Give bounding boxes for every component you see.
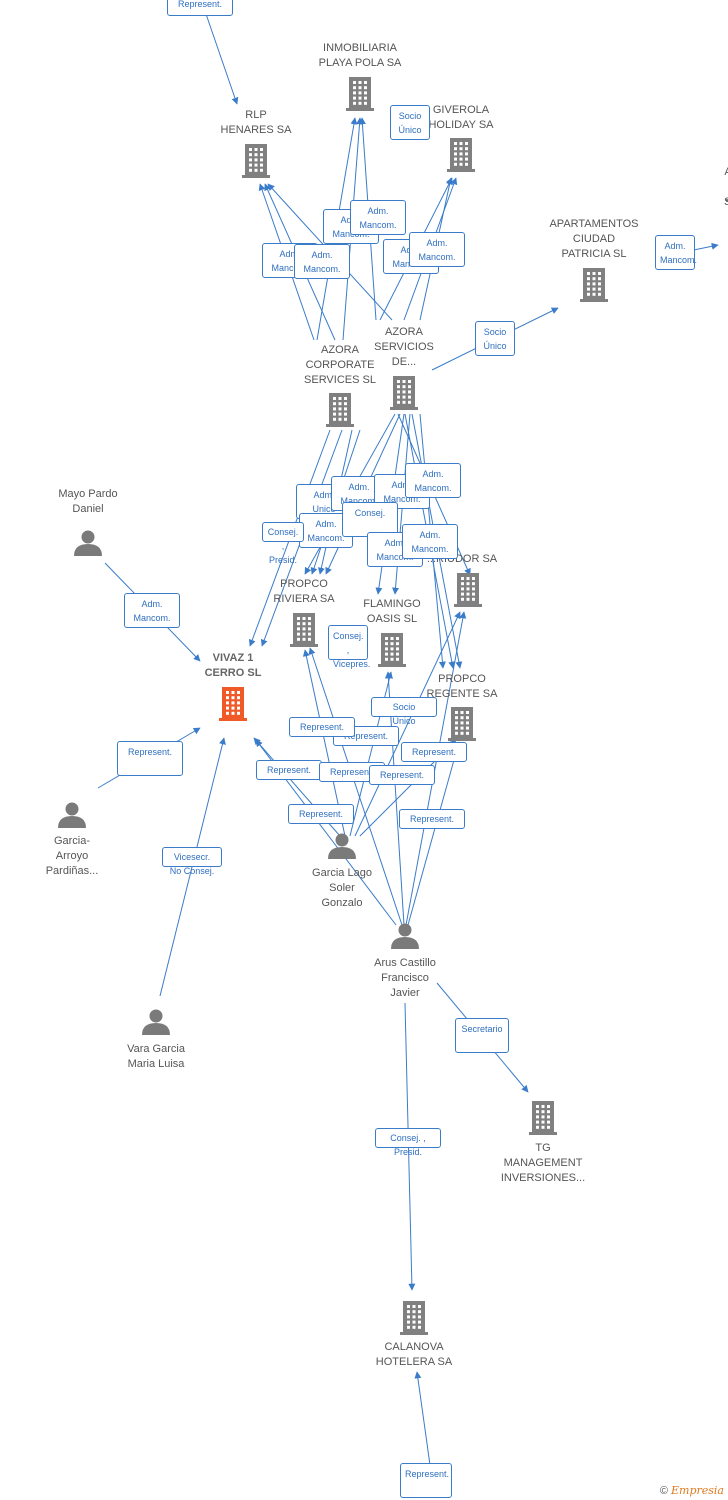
icons-layer: [58, 77, 728, 1335]
node-label-azora-corp[interactable]: AZORA CORPORATE SERVICES SL: [304, 344, 376, 386]
relation-label[interactable]: Consej.: [342, 502, 398, 537]
company-building-icon[interactable]: [529, 1101, 557, 1135]
relation-edge: [205, 13, 239, 105]
company-building-icon[interactable]: [454, 573, 482, 607]
node-label-rlp[interactable]: RLP HENARES SA: [220, 109, 292, 136]
relation-label[interactable]: Represent.: [256, 760, 322, 780]
main-company-building-icon[interactable]: [219, 687, 247, 721]
footer: © Empresia: [660, 1484, 724, 1497]
relation-label[interactable]: Socio Único: [475, 321, 515, 356]
node-label-tg[interactable]: TG MANAGEMENT INVERSIONES...: [500, 1142, 586, 1184]
relation-label[interactable]: Represent.: [117, 741, 183, 776]
relation-label[interactable]: Represent.: [288, 804, 354, 824]
brand-logo[interactable]: Empresia: [671, 1484, 724, 1497]
node-label-azora-serv[interactable]: AZORA SERVICIOS DE...: [374, 326, 434, 368]
person-icon[interactable]: [58, 802, 86, 829]
copyright-mark: ©: [659, 1485, 668, 1497]
company-building-icon[interactable]: [390, 376, 418, 410]
relation-label[interactable]: Adm. Mancom.: [409, 232, 465, 267]
node-label-arus[interactable]: Arus Castillo Francisco Javier: [374, 957, 436, 999]
company-building-icon[interactable]: [346, 77, 374, 111]
node-label-vara[interactable]: Vara Garcia Maria Luisa: [127, 1043, 185, 1070]
relation-label[interactable]: Consej. , Presid.: [262, 522, 304, 565]
relation-edge: [414, 1371, 431, 1466]
relation-label[interactable]: Adm. Mancom.: [124, 593, 180, 628]
relation-label[interactable]: Consej. , Presid.: [375, 1128, 441, 1157]
relation-label[interactable]: Represent.: [289, 717, 355, 737]
relation-edge: [405, 611, 467, 926]
relation-label[interactable]: Secretario: [455, 1018, 509, 1053]
node-label-garcia-lago[interactable]: Garcia Lago Soler Gonzalo: [312, 867, 372, 909]
person-icon[interactable]: [142, 1009, 170, 1036]
relation-label[interactable]: Vicesecr. No Consej.: [162, 847, 222, 876]
relation-label[interactable]: Represent.: [399, 809, 465, 829]
relation-edge: [159, 737, 226, 997]
company-building-icon[interactable]: [326, 393, 354, 427]
relation-label[interactable]: Adm. Mancom.: [294, 244, 350, 279]
company-building-icon[interactable]: [580, 268, 608, 302]
company-building-icon[interactable]: [290, 613, 318, 647]
relation-edge: [407, 741, 461, 926]
relation-label[interactable]: Represent.: [400, 1463, 452, 1498]
relation-edge: [308, 647, 403, 926]
node-label-apart[interactable]: APARTAMENTOS CIUDAD PATRICIA SL: [549, 218, 639, 260]
node-label-flamingo[interactable]: FLAMINGO OASIS SL: [363, 598, 421, 625]
company-building-icon[interactable]: [726, 168, 728, 202]
relation-label[interactable]: Adm. Mancom.: [402, 524, 458, 559]
node-label-mayo[interactable]: Mayo Pardo Daniel: [58, 488, 118, 515]
node-label-inmob[interactable]: INMOBILIARIA PLAYA POLA SA: [318, 42, 402, 69]
relation-label[interactable]: Socio Único: [390, 105, 430, 140]
node-label-giverola[interactable]: GIVEROLA HOLIDAY SA: [428, 104, 494, 131]
node-label-vivaz[interactable]: VIVAZ 1 CERRO SL: [204, 652, 262, 679]
company-building-icon[interactable]: [378, 633, 406, 667]
relation-label[interactable]: Adm. Mancom.: [655, 235, 697, 270]
relation-label[interactable]: Consej. , Vicepres.: [328, 625, 370, 669]
relation-label[interactable]: Represent.: [401, 742, 467, 762]
node-label-propco-reg[interactable]: PROPCO REGENTE SA: [426, 673, 498, 700]
person-icon[interactable]: [328, 833, 356, 860]
relation-label[interactable]: Represent.: [167, 0, 233, 16]
relation-label[interactable]: Adm. Mancom.: [350, 200, 406, 235]
node-label-partial-right[interactable]: AD C SO: [724, 166, 728, 208]
relation-label[interactable]: Socio Único: [371, 697, 437, 726]
company-building-icon[interactable]: [400, 1301, 428, 1335]
relation-edge: [354, 611, 461, 837]
relation-label[interactable]: Adm. Mancom.: [405, 463, 461, 498]
person-icon[interactable]: [74, 530, 102, 557]
relation-label[interactable]: Represent.: [369, 765, 435, 785]
person-icon[interactable]: [391, 923, 419, 950]
node-label-propco-riv[interactable]: PROPCO RIVIERA SA: [273, 578, 335, 605]
node-label-garcia-arroyo[interactable]: Garcia- Arroyo Pardiñas...: [45, 835, 99, 877]
node-label-calanova[interactable]: CALANOVA HOTELERA SA: [375, 1341, 453, 1368]
company-building-icon[interactable]: [447, 138, 475, 172]
company-building-icon[interactable]: [448, 707, 476, 741]
company-building-icon[interactable]: [242, 144, 270, 178]
